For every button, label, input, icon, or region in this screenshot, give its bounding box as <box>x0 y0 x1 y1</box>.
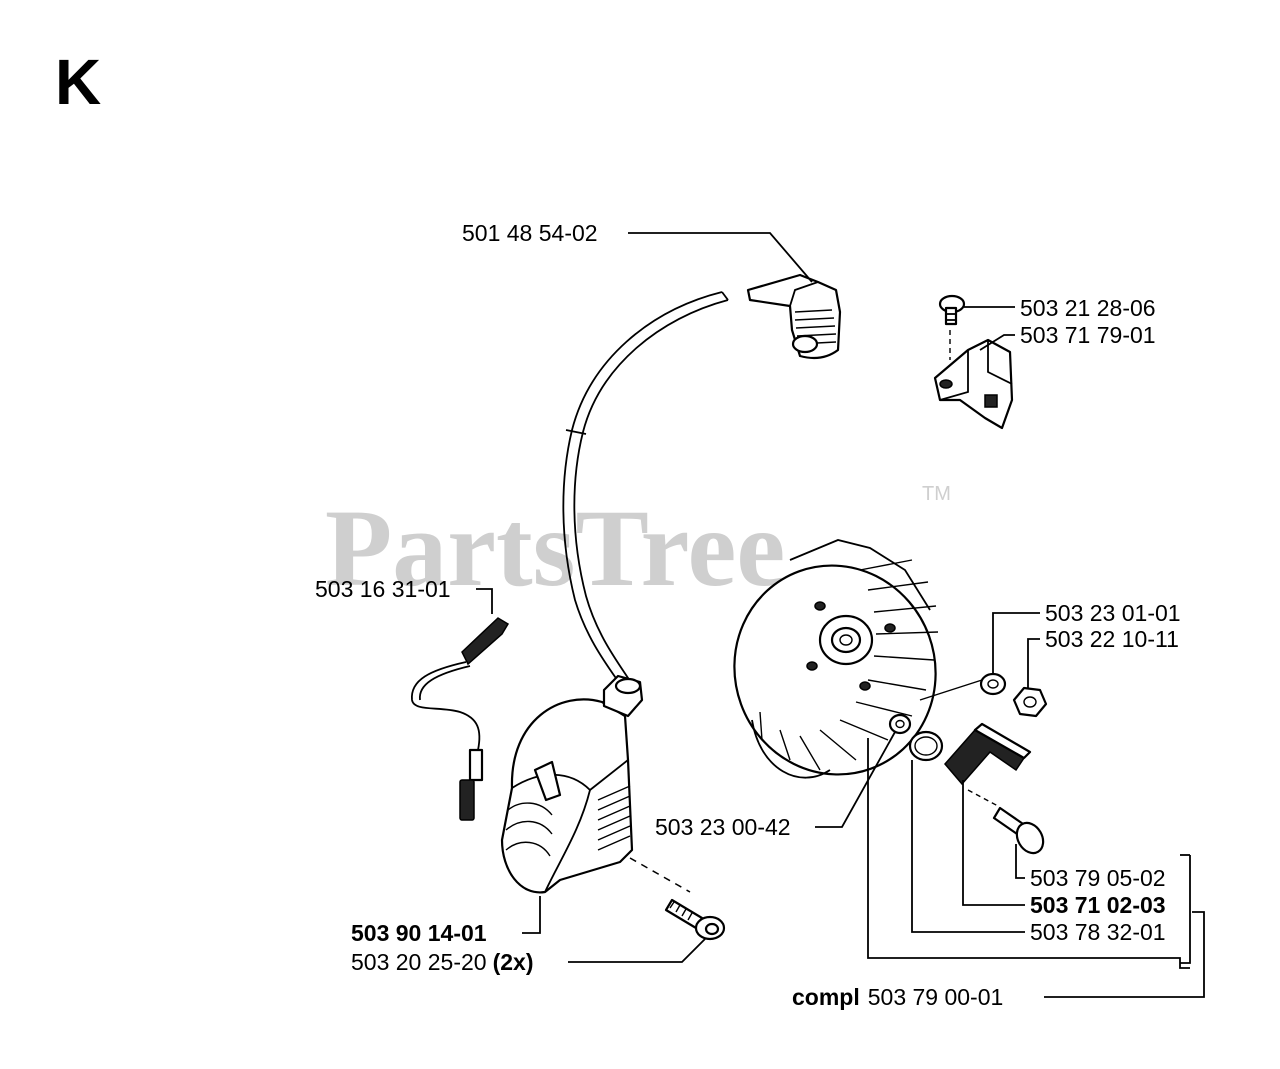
label-module-screw: 503 20 25-20(2x) <box>351 949 533 975</box>
module-screw <box>664 898 726 941</box>
spark-plug-cap <box>746 273 842 360</box>
section-letter: K <box>55 46 102 118</box>
compl-number: 503 79 00-01 <box>868 984 1004 1010</box>
label-washer-top: 503 23 01-01 <box>1045 600 1181 626</box>
small-screw <box>938 294 966 360</box>
label-compl: compl 503 79 00-01 <box>792 984 1003 1010</box>
label-spring-ring: 503 78 32-01 <box>1030 919 1166 945</box>
label-wire-terminal: 503 16 31-01 <box>315 576 451 602</box>
switch-wire <box>411 617 510 821</box>
ht-lead <box>562 291 729 701</box>
label-small-screw: 503 21 28-06 <box>1020 295 1156 321</box>
watermark-tm: TM <box>922 483 951 505</box>
module-screw-number: 503 20 25-20 <box>351 949 487 975</box>
label-bracket: 503 71 79-01 <box>1020 322 1156 348</box>
nut-axis <box>919 679 983 701</box>
spring-ring <box>908 730 944 762</box>
label-pawl: 503 71 02-03 <box>1030 892 1166 918</box>
mounting-bracket <box>933 338 1014 430</box>
washer-top <box>979 672 1007 696</box>
module-screw-qty: (2x) <box>493 949 534 975</box>
module-screw-axis <box>629 857 691 893</box>
ignition-module <box>500 674 644 894</box>
label-pawl-bolt: 503 79 05-02 <box>1030 865 1166 891</box>
label-ignition-module: 503 90 14-01 <box>351 920 487 946</box>
watermark: PartsTree <box>325 487 785 609</box>
washer-lower <box>888 713 912 735</box>
leader-lines <box>476 232 1205 998</box>
label-nut: 503 22 10-11 <box>1045 626 1179 652</box>
pawl-bolt <box>967 789 1045 855</box>
label-spark-plug-cap: 501 48 54-02 <box>462 220 598 246</box>
compl-prefix: compl <box>792 984 860 1010</box>
starter-pawl <box>944 722 1032 786</box>
flywheel <box>733 539 939 779</box>
label-washer-lower: 503 23 00-42 <box>655 814 791 840</box>
hex-nut <box>1012 686 1048 718</box>
